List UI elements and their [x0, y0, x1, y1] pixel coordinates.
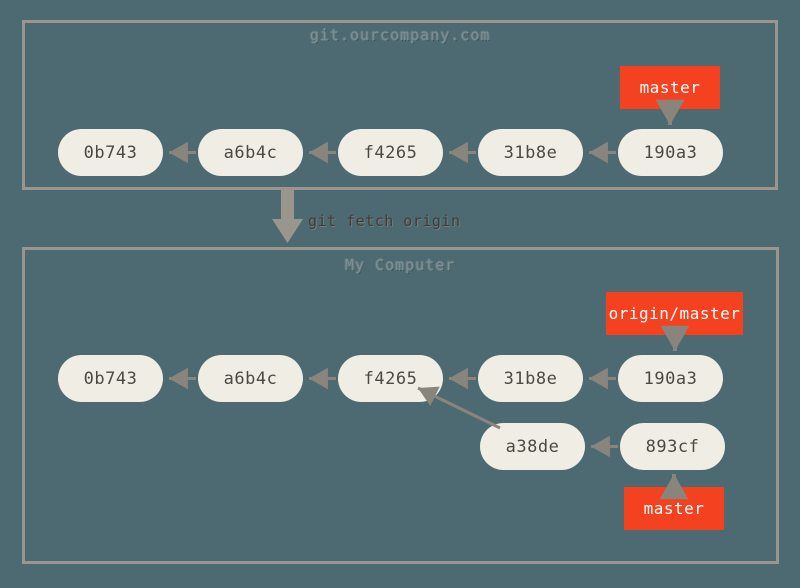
commit-node-local-a6b4c[interactable]: a6b4c — [198, 355, 303, 402]
commit-node-local-31b8e[interactable]: 31b8e — [478, 355, 583, 402]
ref-label-local-master[interactable]: master — [624, 487, 724, 530]
commit-node-local-a38de[interactable]: a38de — [480, 423, 585, 470]
remote-repository-frame — [22, 20, 778, 190]
commit-node-remote-190a3[interactable]: 190a3 — [618, 129, 723, 176]
commit-node-local-0b743[interactable]: 0b743 — [58, 355, 163, 402]
git-fetch-origin-command-label: git fetch origin — [308, 212, 461, 230]
commit-node-local-893cf[interactable]: 893cf — [620, 423, 725, 470]
commit-node-remote-0b743[interactable]: 0b743 — [58, 129, 163, 176]
commit-node-remote-31b8e[interactable]: 31b8e — [478, 129, 583, 176]
git-fetch-transition-arrow — [272, 190, 303, 243]
ref-label-local-origin-master[interactable]: origin/master — [606, 292, 743, 335]
local-repository-frame — [22, 247, 779, 564]
ref-label-remote-master[interactable]: master — [620, 66, 720, 109]
commit-node-remote-a6b4c[interactable]: a6b4c — [198, 129, 303, 176]
commit-node-local-190a3[interactable]: 190a3 — [618, 355, 723, 402]
commit-node-remote-f4265[interactable]: f4265 — [338, 129, 443, 176]
commit-node-local-f4265[interactable]: f4265 — [338, 355, 443, 402]
